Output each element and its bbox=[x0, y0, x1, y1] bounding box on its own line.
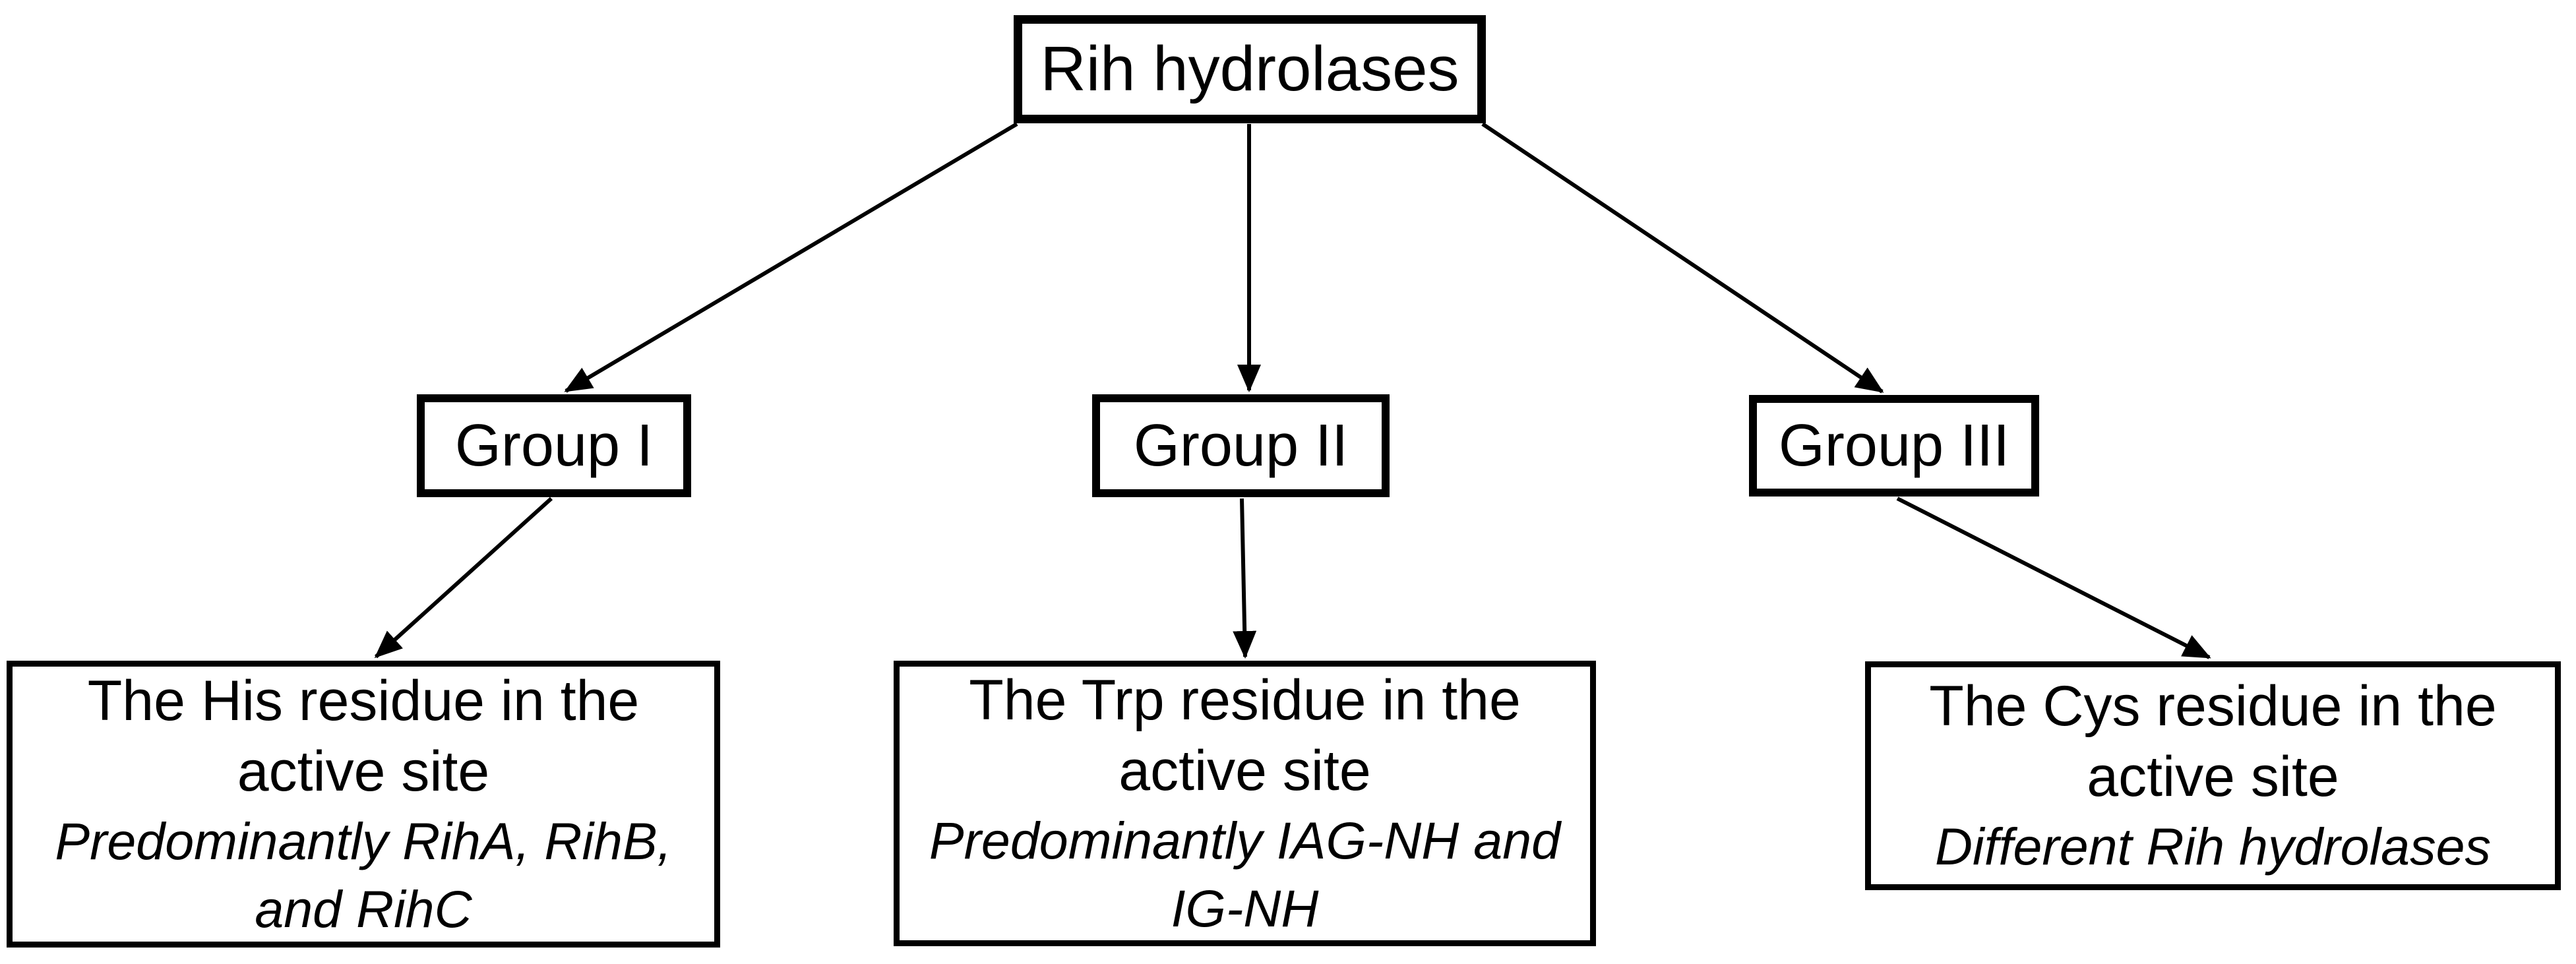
arrow-group-3-to-detail-3 bbox=[1896, 497, 2211, 659]
arrow-root-to-group-3 bbox=[1481, 122, 1884, 394]
node-group-2-label: Group II bbox=[1133, 413, 1349, 479]
node-group-3-label: Group III bbox=[1778, 413, 2010, 479]
node-rih-hydrolases-label: Rih hydrolases bbox=[1040, 34, 1459, 104]
node-detail-group-3: The Cys residue in the active site Diffe… bbox=[1865, 661, 2561, 890]
node-detail-group-1: The His residue in the active site Predo… bbox=[7, 661, 720, 948]
detail-2-title-line-2: active site bbox=[1119, 738, 1371, 802]
detail-2-note-line-2: IG-NH bbox=[1171, 878, 1319, 938]
detail-1-note-line-1: Predominantly RihA, RihB, bbox=[55, 811, 672, 870]
detail-3-note-line-1: Different Rih hydrolases bbox=[1934, 817, 2492, 876]
detail-2-note-line-1: Predominantly IAG-NH and bbox=[929, 810, 1561, 870]
node-group-1: Group I bbox=[417, 394, 691, 497]
detail-3-title-line-1: The Cys residue in the bbox=[1929, 675, 2497, 738]
arrow-group-1-to-detail-1 bbox=[374, 497, 553, 659]
node-rih-hydrolases: Rih hydrolases bbox=[1014, 15, 1486, 123]
detail-1-title-line-2: active site bbox=[237, 739, 490, 803]
node-group-1-label: Group I bbox=[454, 413, 654, 479]
detail-1-note-line-2: and RihC bbox=[255, 879, 472, 938]
node-group-2: Group II bbox=[1092, 394, 1390, 497]
arrow-root-to-group-1 bbox=[564, 122, 1018, 393]
detail-2-title-line-1: The Trp residue in the bbox=[969, 668, 1521, 732]
node-group-3: Group III bbox=[1749, 395, 2039, 497]
detail-3-title-line-2: active site bbox=[2087, 745, 2339, 808]
node-detail-group-2: The Trp residue in the active site Predo… bbox=[894, 661, 1596, 946]
detail-1-title-line-1: The His residue in the bbox=[87, 669, 640, 733]
arrow-group-2-to-detail-2 bbox=[1233, 498, 1257, 659]
